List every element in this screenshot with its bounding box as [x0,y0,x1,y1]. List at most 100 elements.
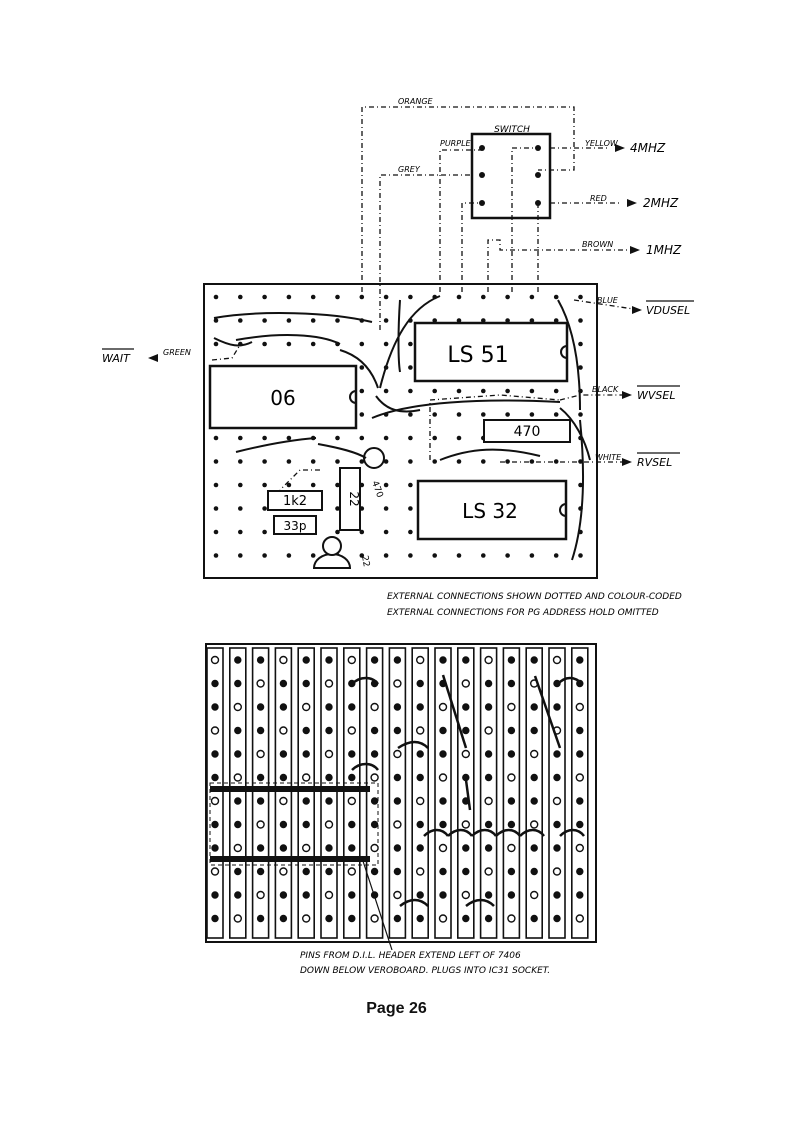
board-hole [286,341,292,347]
board-hole [359,365,365,370]
board-hole [238,553,243,558]
header-pin-bars [210,786,370,862]
strip-hole [210,867,220,876]
strip-hole [234,891,242,899]
copper-strip [297,647,316,939]
strip-hole [416,796,425,806]
strip-hole [279,914,288,923]
strip-hole [552,796,562,806]
board-hole [238,459,243,464]
label-white: WHITE [595,453,622,462]
strip-hole [507,820,516,829]
strip-hole [484,891,493,899]
strip-hole [233,843,243,853]
strip-hole [393,773,402,782]
strip-hole [211,750,219,758]
copper-strip [479,647,498,939]
strip-hole [416,726,425,735]
label-yellow: YELLOW [585,139,619,148]
board-hole [383,294,389,300]
strip-hole [484,726,493,735]
board-hole [432,318,438,323]
copper-strip [434,647,452,939]
strip-hole [507,750,516,758]
strip-hole [324,679,334,688]
copper-strip [251,647,270,939]
board-hole [359,388,365,394]
board-hole [310,341,316,347]
strip-hole [438,843,448,853]
strip-hole [256,890,265,900]
ic-ls51-label: LS 51 [447,343,508,368]
strip-hole [302,702,311,712]
strip-hole [416,679,424,688]
board-hole [553,318,559,323]
strip-hole [234,750,242,758]
copper-strip [320,647,338,939]
board-hole [359,459,365,464]
strip-hole [370,867,379,876]
board-hole [481,318,486,323]
copper-strip [365,647,384,939]
strip-hole [553,820,561,829]
note-line-1: EXTERNAL CONNECTIONS SHOWN DOTTED AND CO… [387,592,682,602]
transistor: 470 [363,447,385,500]
strip-hole [302,843,311,853]
label-brown: BROWN [582,240,613,249]
board-hole [238,506,243,511]
strip-hole [393,820,402,829]
label-grey: GREY [398,165,421,174]
board-hole [383,506,389,511]
resistor-470-vertical-label: 470 [369,480,384,500]
switch-body [470,132,552,220]
board-hole [238,482,243,488]
board-hole [262,341,267,347]
strip-hole [279,750,288,758]
board-hole [505,294,510,300]
board-hole [213,318,219,323]
strip-hole [211,679,219,688]
strip-hole [370,914,379,923]
strip-hole [462,844,470,852]
strip-hole [279,655,288,665]
switch-label: SWITCH [494,125,530,135]
board-hole [456,388,462,394]
board-hole [335,294,340,300]
strip-hole [530,656,538,664]
resistor-470-label: 470 [514,424,541,440]
board-hole [578,412,583,417]
strip-hole [211,820,219,829]
component-board: SWITCH [102,97,694,579]
strip-hole [416,867,425,876]
strip-hole [233,914,243,923]
strip-hole [484,750,493,758]
board-hole [456,294,462,300]
board-hole [286,482,292,488]
strip-hole [530,820,539,829]
strip-hole [302,679,310,688]
board-hole [456,318,462,323]
board-hole [262,482,267,488]
bottom-note-1: PINS FROM D.I.L. HEADER EXTEND LEFT OF 7… [300,951,521,961]
copper-strip [388,647,407,939]
signal-rvsel: RVSEL [637,456,672,469]
strip-hole [416,655,425,665]
strip-hole [393,914,402,923]
resistor-470: 470 [483,419,571,443]
copper-strip [411,647,430,939]
strip-hole [279,773,288,782]
strip-hole [256,679,265,688]
board-hole [481,412,486,417]
strip-hole [576,797,584,805]
strip-hole [507,702,516,712]
strip-hole [553,891,561,899]
strip-hole [302,867,310,876]
strip-hole [256,844,265,852]
signal-2mhz: 2MHZ [643,196,679,210]
strip-hole [279,844,288,852]
strip-hole [438,914,448,923]
strip-hole [370,726,379,735]
board-hole [359,435,365,441]
board-hole [408,388,413,394]
board-hole [286,294,292,300]
